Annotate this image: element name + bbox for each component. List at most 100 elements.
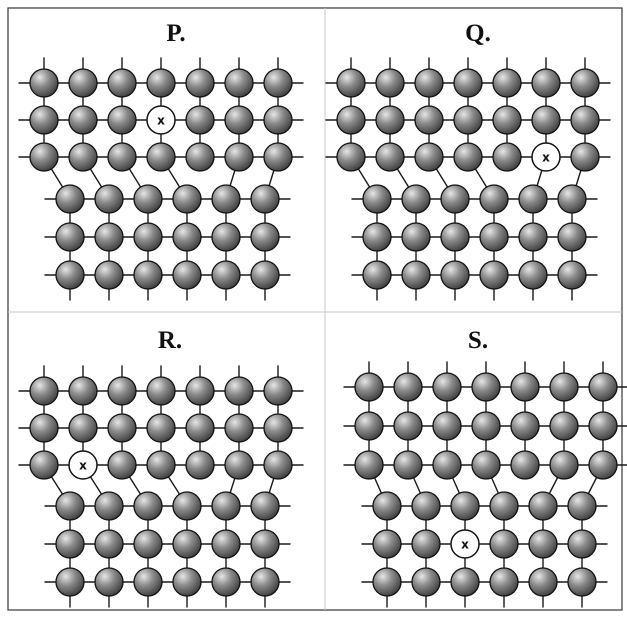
atom [550,373,578,401]
atom [441,223,469,251]
atom [186,143,214,171]
atom [490,530,518,558]
atom [264,106,292,134]
atom [134,223,162,251]
atom [134,185,162,213]
atom [251,492,279,520]
atom [550,412,578,440]
atom [69,414,97,442]
atom [412,568,440,596]
atom [529,568,557,596]
atom [212,492,240,520]
atom [363,261,391,289]
panel-label: S. [468,327,488,354]
atom [402,185,430,213]
atom [108,377,136,405]
atom [173,223,201,251]
atom [376,106,404,134]
atom [490,492,518,520]
atom [394,451,422,479]
atom [251,530,279,558]
atom [412,492,440,520]
panel-q: Q. x [326,20,610,300]
atom [519,261,547,289]
atom [571,69,599,97]
atom [264,377,292,405]
atom [402,261,430,289]
atom [173,185,201,213]
atom [394,373,422,401]
vacancy-label: x [542,151,550,165]
atom [95,492,123,520]
atom [568,492,596,520]
atom [147,451,175,479]
panel-label: P. [166,20,185,47]
atom [511,412,539,440]
atom [451,492,479,520]
atom [415,143,443,171]
atom [147,414,175,442]
atom [69,69,97,97]
atom [212,530,240,558]
atom [376,143,404,171]
atom [493,143,521,171]
atom [251,261,279,289]
atom [186,451,214,479]
atom [56,568,84,596]
atom [394,412,422,440]
atom [412,530,440,558]
atom [493,106,521,134]
atom [454,106,482,134]
atom [186,377,214,405]
atom [355,373,383,401]
atom [558,185,586,213]
atom [173,568,201,596]
vacancy-label: x [79,459,87,473]
atom [56,492,84,520]
atom [212,223,240,251]
atom [173,530,201,558]
atom [264,69,292,97]
atom [433,373,461,401]
atom [376,69,404,97]
atom [56,261,84,289]
atom [264,451,292,479]
panel-r: R. x [19,327,303,607]
atom [95,568,123,596]
atom [147,143,175,171]
atom [225,143,253,171]
panel-label: Q. [465,20,491,47]
atom [251,568,279,596]
atom [108,106,136,134]
atom [108,414,136,442]
panel-s: S. x [344,327,627,607]
atom [480,185,508,213]
atom [69,143,97,171]
atom [30,69,58,97]
panel-label: R. [158,327,182,354]
atom [373,492,401,520]
atom [95,223,123,251]
atom [433,412,461,440]
atom [558,261,586,289]
atom [147,377,175,405]
atom [186,69,214,97]
atom [134,568,162,596]
vacancy-label: x [157,114,165,128]
atom [454,143,482,171]
atom [108,69,136,97]
atom [225,377,253,405]
atom [30,414,58,442]
atom [108,143,136,171]
atom [30,377,58,405]
atom [511,373,539,401]
atom [134,261,162,289]
atom [186,414,214,442]
atom [373,530,401,558]
panel-p: P. x [19,20,303,300]
atom [108,451,136,479]
atom [532,69,560,97]
atom [519,185,547,213]
atom [519,223,547,251]
atom [472,451,500,479]
